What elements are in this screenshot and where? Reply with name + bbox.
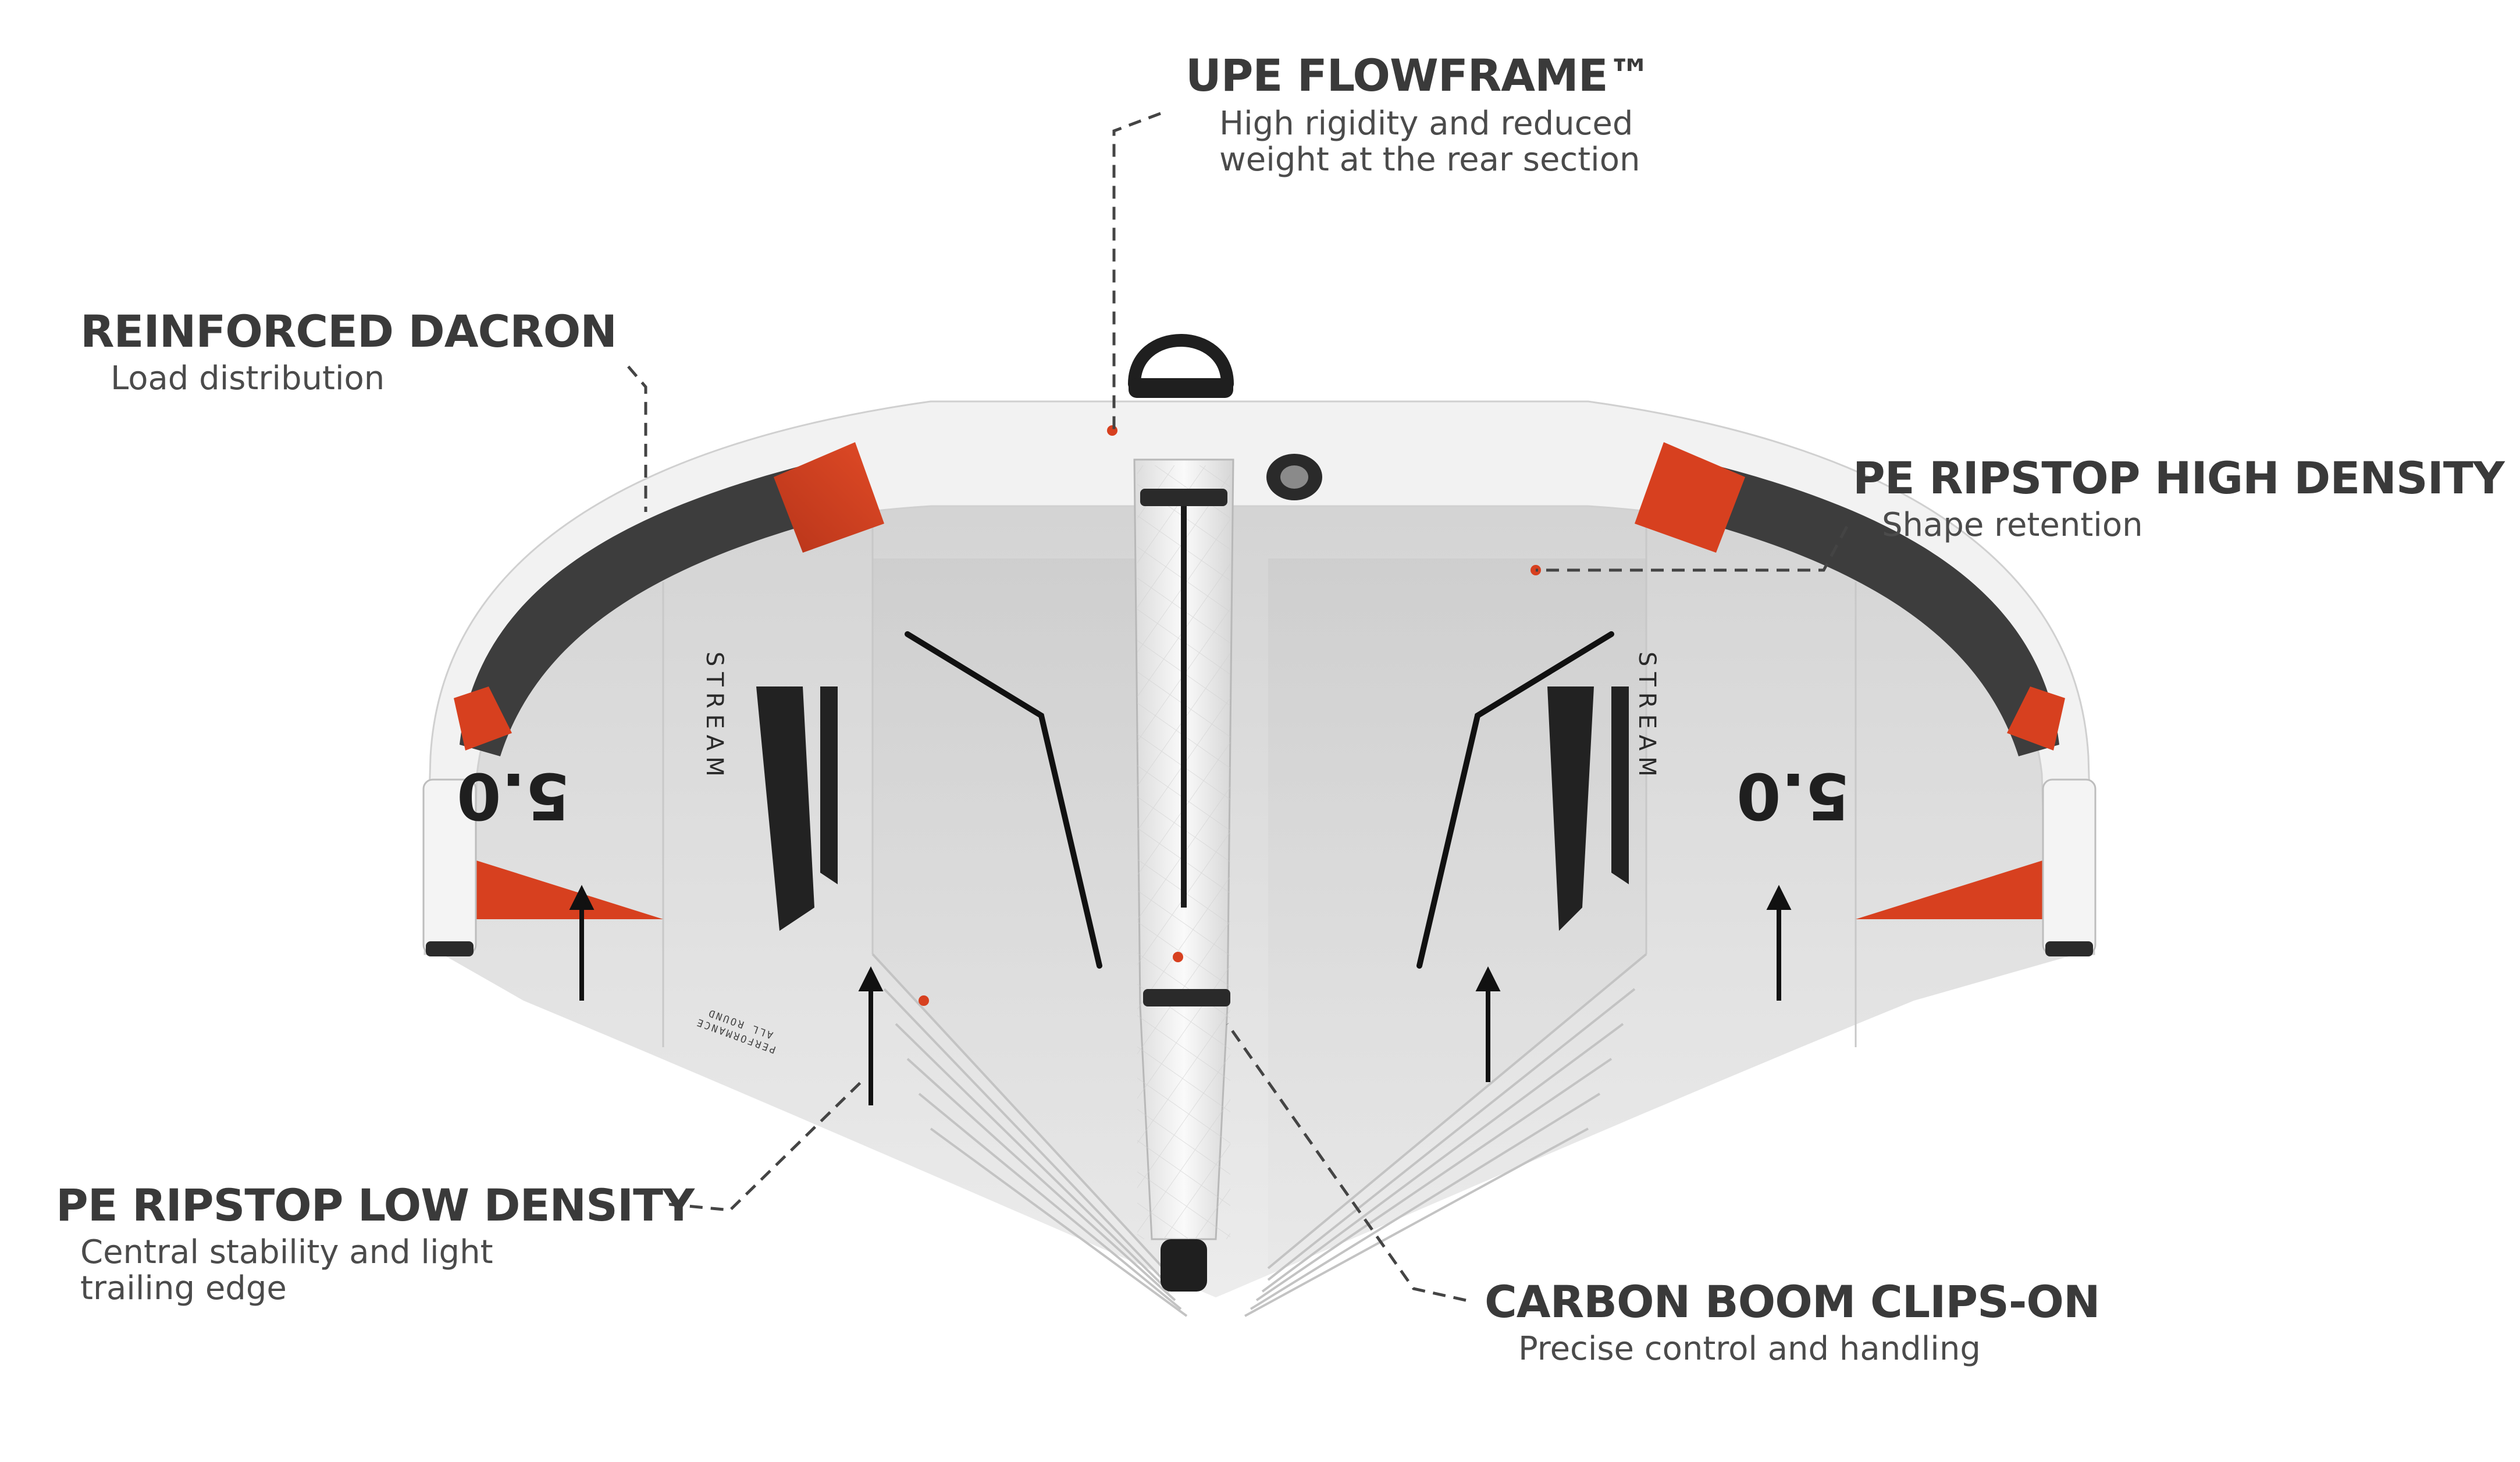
canopy-black-stripes [905,631,1614,969]
wing-brand-left: STREAM [701,652,728,782]
callout-upe-flowframe: UPE FLOWFRAME™ High rigidity and reduced… [1186,49,1652,179]
callout-upe-flowframe-desc-line2: weight at the rear section [1219,141,1640,179]
wing-size-right: 5.0 [1736,759,1850,833]
tip-panel-red-left [460,855,663,919]
leading-edge-red-right [1635,442,1745,553]
leader-dacron [627,365,647,512]
tip-panel-red-right [1856,855,2059,919]
leader-boom [1226,1023,1467,1302]
canopy [442,442,2077,1297]
canopy-logo-right [1547,686,1629,931]
callout-carbon-boom-clips-on: CARBON BOOM CLIPS-ON Precise control and… [1485,1276,2101,1368]
wingtip-bumper-icon [422,778,2097,956]
wing-brand-right: STREAM [1633,652,1660,782]
callout-pe-ripstop-high-desc: Shape retention [1882,506,2143,544]
callout-pe-ripstop-high-title: PE RIPSTOP HIGH DENSITY [1853,452,2505,504]
callout-pe-ripstop-high-density: PE RIPSTOP HIGH DENSITY Shape retention [1853,452,2505,544]
callout-upe-flowframe-title: UPE FLOWFRAME™ [1186,49,1652,101]
tail-bumper [1161,1239,1207,1292]
battens [569,885,1792,1105]
callout-pe-ripstop-low-title: PE RIPSTOP LOW DENSITY [56,1179,695,1231]
handle-icon [1128,334,1234,398]
callout-pe-ripstop-low-desc-line2: trailing edge [80,1269,287,1308]
marker-dots [919,425,1541,1006]
inflation-valve-icon [1266,454,1322,500]
wingtip-red-left [454,686,512,750]
wing-size-left: 5.0 [457,759,570,833]
trailing-edge-stripes [871,953,1647,1317]
panel-seams [662,524,1857,1047]
canopy-logo-left [756,686,838,931]
boom-clips [1140,489,1230,1006]
leader-upe [1112,112,1161,431]
callout-reinforced-dacron-title: REINFORCED DACRON [80,305,617,357]
callout-upe-flowframe-desc-line1: High rigidity and reduced [1219,104,1633,143]
leader-lines [627,112,1849,1302]
callout-pe-ripstop-low-density: PE RIPSTOP LOW DENSITY Central stability… [56,1179,695,1308]
callout-reinforced-dacron-desc: Load distribution [111,359,385,397]
callout-carbon-boom-desc: Precise control and handling [1518,1329,1981,1368]
canopy-center-panel [873,559,1646,1268]
leading-edge-dark-right [1664,460,2059,756]
callout-carbon-boom-title: CARBON BOOM CLIPS-ON [1485,1276,2101,1328]
leading-edge-dark-left [460,460,855,756]
callout-reinforced-dacron: REINFORCED DACRON Load distribution [80,307,617,397]
leading-edge-red-left [774,442,884,553]
wingtip-red-right [2007,686,2065,750]
callout-pe-ripstop-low-desc-line1: Central stability and light [80,1233,493,1271]
leader-high [1536,525,1849,572]
